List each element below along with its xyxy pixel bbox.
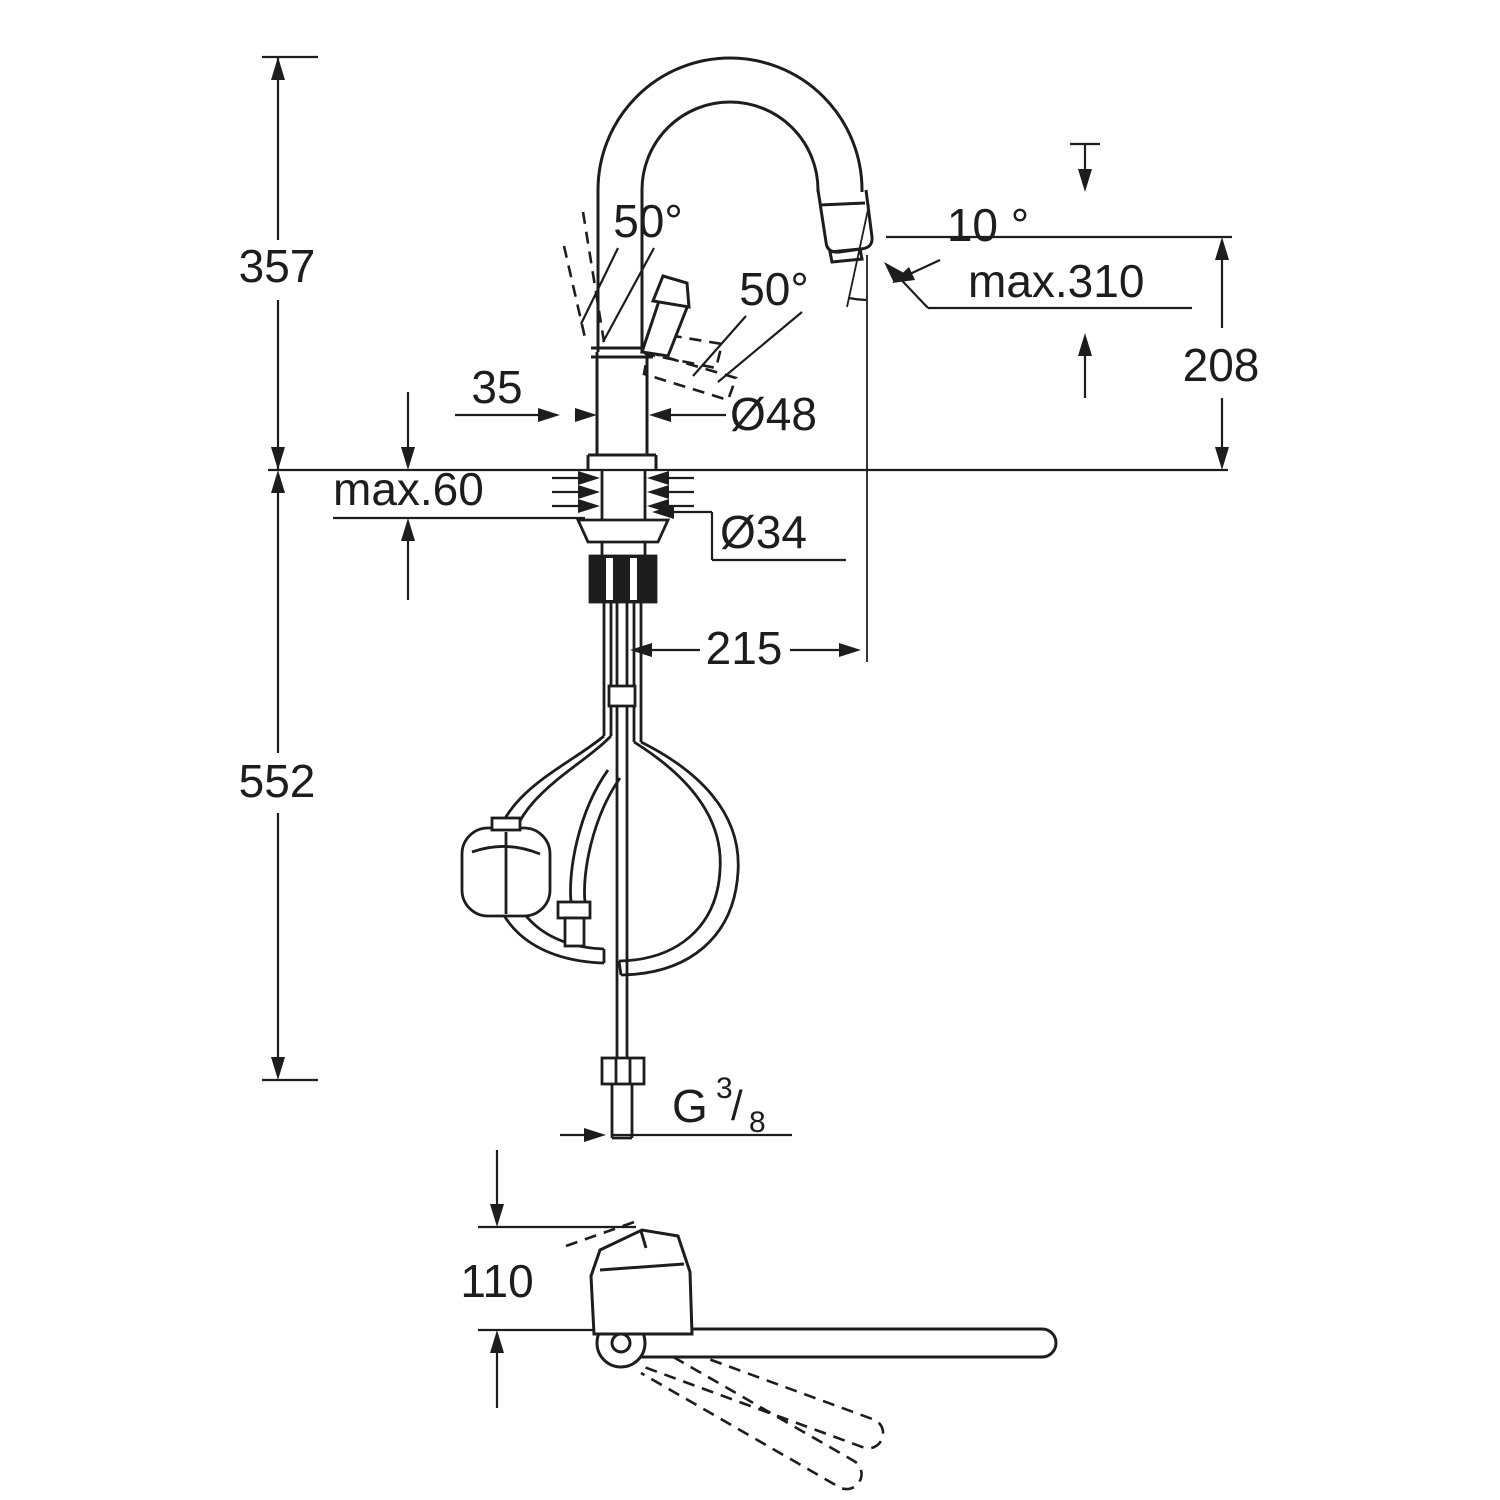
dim-body-diameter: Ø48 [730, 388, 817, 440]
dimension-lines [262, 55, 1232, 1408]
dashed-swivel-positions [562, 211, 885, 1491]
dim-head-tilt: 10 ° [947, 199, 1029, 251]
dim-offset: 35 [471, 361, 522, 413]
hose-loop-right [620, 740, 740, 977]
spout-top-view [638, 1327, 1058, 1359]
mounting-washer [575, 518, 671, 544]
dim-swivel-right: 50° [739, 263, 809, 315]
thread-prefix: G [672, 1080, 708, 1132]
dim-handle-reach: 110 [460, 1255, 533, 1307]
dim-below-deck: 552 [239, 755, 316, 807]
under-counter-assembly [460, 470, 740, 1140]
dim-deck-thickness: max.60 [333, 463, 484, 515]
faucet-side-view [586, 56, 874, 470]
spray-head [816, 189, 874, 254]
dim-outlet-height: 208 [1183, 339, 1260, 391]
supply-hose-connector [556, 900, 592, 920]
dim-reach: 215 [706, 622, 783, 674]
thread-slash: / [731, 1082, 743, 1129]
handle-top-view [589, 1228, 694, 1336]
dimension-labels: 357 552 50° 50° 10 ° max.310 208 35 Ø48 … [239, 195, 1260, 1307]
dimension-arrowheads [271, 57, 1229, 1353]
dim-max-height: max.310 [968, 255, 1144, 307]
g38-connector [600, 1056, 646, 1086]
dim-shank-diameter: Ø34 [720, 506, 807, 558]
dim-swivel-left: 50° [613, 195, 683, 247]
thread-numerator: 3 [716, 1072, 733, 1105]
thread-denominator: 8 [749, 1106, 766, 1139]
dim-spout-height: 357 [239, 240, 316, 292]
faucet-top-view [589, 1228, 1058, 1369]
mounting-nut [588, 554, 658, 604]
lever-handle-tip [650, 274, 691, 309]
spout-outer-curve [596, 56, 864, 352]
spout-inner-curve [640, 100, 820, 352]
